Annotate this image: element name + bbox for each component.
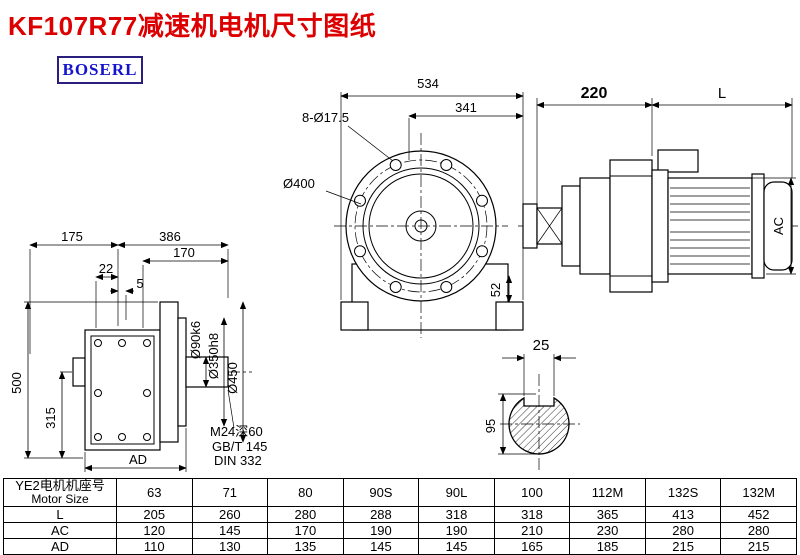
- table-row-AC: AC 120 145 170 190 190 210 230 280 280: [3, 522, 797, 539]
- cell-L-5: 318: [493, 506, 571, 523]
- table-header-cn: YE2电机机座号: [15, 478, 105, 493]
- dim-AC-label: AC: [771, 217, 786, 235]
- cell-L-1: 260: [191, 506, 269, 523]
- cell-AC-7: 280: [644, 522, 722, 539]
- size-col-90S: 90S: [342, 478, 420, 507]
- row-label-AC: AC: [3, 522, 117, 539]
- dim-5-label: 5: [136, 276, 143, 291]
- dim-52-label: 52: [488, 283, 503, 297]
- cell-AC-1: 145: [191, 522, 269, 539]
- dia-350-label: Ø350h8: [206, 333, 221, 379]
- flange-diameter-label: Ø400: [283, 176, 315, 191]
- cell-AC-6: 230: [569, 522, 646, 539]
- right-foot: [495, 301, 524, 331]
- cell-AC-5: 210: [493, 522, 571, 539]
- brand-logo-text: BOSERL: [62, 60, 138, 79]
- standard-note-1: GB/T 145: [212, 439, 267, 454]
- motor-rear-endbell: [751, 173, 765, 279]
- cell-AC-4: 190: [418, 522, 495, 539]
- housing-inner-edge: [90, 335, 155, 445]
- front-flange-view: 534 341 8-Ø17.5 Ø400 52: [283, 76, 524, 338]
- table-row-AD: AD 110 130 135 145 145 165 185 215 215: [3, 538, 797, 555]
- cell-L-6: 365: [569, 506, 646, 523]
- motor-size-table: YE2电机机座号 Motor Size 63 71 80 90S 90L 100…: [3, 478, 797, 555]
- thread-note: M24深60: [210, 424, 263, 439]
- dim-500-label: 500: [9, 372, 24, 394]
- motor-size-header-cell: YE2电机机座号 Motor Size: [3, 478, 117, 507]
- shaft-section-view: 25 95: [483, 337, 580, 472]
- gearbox-side-view: 175 386 170 22 5 500 315 AD Ø90k6 Ø350h8…: [9, 229, 267, 472]
- cell-L-8: 452: [720, 506, 797, 523]
- technical-drawing: 534 341 8-Ø17.5 Ø400 52: [9, 76, 798, 472]
- dim-341-label: 341: [455, 100, 477, 115]
- cell-AD-0: 110: [116, 538, 193, 555]
- size-col-132S: 132S: [644, 478, 722, 507]
- dia-450-label: Ø450: [225, 362, 240, 394]
- gear-stage-ring: [561, 185, 581, 267]
- size-col-80: 80: [267, 478, 344, 507]
- motor-flange-adapter: [609, 159, 653, 293]
- cell-AC-2: 170: [267, 522, 344, 539]
- dim-170-label: 170: [173, 245, 195, 260]
- dim-175-label: 175: [61, 229, 83, 244]
- terminal-box: [657, 149, 699, 173]
- cell-AD-4: 145: [418, 538, 495, 555]
- cell-AD-3: 145: [342, 538, 420, 555]
- size-col-90L: 90L: [418, 478, 495, 507]
- left-foot: [340, 301, 369, 331]
- cell-L-2: 280: [267, 506, 344, 523]
- housing-bolts: [94, 339, 151, 441]
- table-header-en: Motor Size: [31, 492, 89, 506]
- motor-stator: [667, 177, 753, 275]
- dim-386-label: 386: [159, 229, 181, 244]
- cell-AC-0: 120: [116, 522, 193, 539]
- cell-AD-5: 165: [493, 538, 571, 555]
- row-label-AD: AD: [3, 538, 117, 555]
- dim-315-label: 315: [43, 407, 58, 429]
- dim-L-label: L: [718, 85, 726, 102]
- dia-90-label: Ø90k6: [188, 321, 203, 359]
- cell-L-4: 318: [418, 506, 495, 523]
- gear-stage-housing: [579, 177, 611, 275]
- cell-L-0: 205: [116, 506, 193, 523]
- output-flange: [159, 301, 179, 443]
- size-col-63: 63: [116, 478, 193, 507]
- cell-AD-6: 185: [569, 538, 646, 555]
- input-shaft-stub: [72, 357, 86, 387]
- size-col-100: 100: [493, 478, 571, 507]
- motor-side-view: 220 L AC: [518, 85, 798, 293]
- size-col-71: 71: [191, 478, 269, 507]
- dim-AD-label: AD: [129, 452, 147, 467]
- cell-L-3: 288: [342, 506, 420, 523]
- face-circle: [368, 173, 474, 279]
- dim-95-label: 95: [483, 419, 498, 433]
- flange-spigot: [177, 317, 187, 427]
- bolt-holes: [354, 159, 488, 293]
- cell-AD-7: 215: [644, 538, 722, 555]
- standard-note-2: DIN 332: [214, 453, 262, 468]
- bolt-holes-note: 8-Ø17.5: [302, 110, 349, 125]
- motor-cooling-fins: [670, 187, 750, 265]
- dim-220-label: 220: [581, 85, 608, 102]
- cell-L-7: 413: [644, 506, 722, 523]
- size-col-132M: 132M: [720, 478, 797, 507]
- cell-AD-1: 130: [191, 538, 269, 555]
- shaft-section-with-keyway: [508, 396, 570, 455]
- dim-534-label: 534: [417, 76, 439, 91]
- cell-AC-3: 190: [342, 522, 420, 539]
- size-col-112M: 112M: [569, 478, 646, 507]
- cell-AD-2: 135: [267, 538, 344, 555]
- cell-AC-8: 280: [720, 522, 797, 539]
- input-cover: [522, 203, 538, 249]
- page-title: KF107R77减速机电机尺寸图纸: [8, 11, 377, 41]
- motor-front-endbell: [651, 169, 669, 283]
- dim-25-label: 25: [533, 337, 550, 354]
- cell-AD-8: 215: [720, 538, 797, 555]
- row-label-L: L: [3, 506, 117, 523]
- dim-22-label: 22: [99, 261, 113, 276]
- table-row-L: L 205 260 280 288 318 318 365 413 452: [3, 506, 797, 523]
- brand-logo: BOSERL: [57, 56, 143, 84]
